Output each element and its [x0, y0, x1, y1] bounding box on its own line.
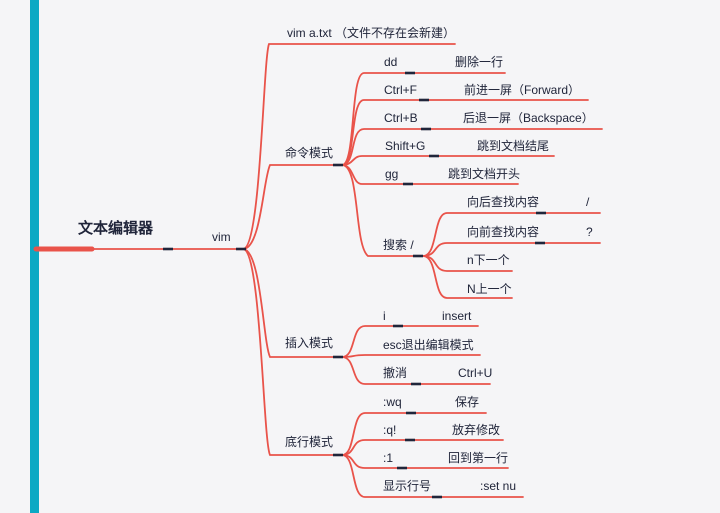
node-wq-key[interactable]: :wq — [383, 395, 402, 409]
connector-cmd-ctrlb — [341, 128, 603, 166]
connector-cmd-shiftg — [341, 155, 555, 166]
node-ctrlf-desc[interactable]: 前进一屏（Forward） — [464, 83, 581, 97]
node-search-prev[interactable]: N上一个 — [467, 282, 512, 296]
node-l1-desc[interactable]: 回到第一行 — [448, 451, 509, 465]
connector-search-prev — [422, 255, 513, 299]
node-lastline-mode[interactable]: 底行模式 — [285, 435, 334, 449]
node-shiftg-key[interactable]: Shift+G — [385, 139, 426, 153]
node-esc[interactable]: esc退出编辑模式 — [383, 338, 474, 352]
node-search-back-key[interactable]: 向后查找内容 — [467, 195, 540, 209]
node-dd-desc[interactable]: 删除一行 — [455, 55, 504, 69]
node-open-file[interactable]: vim a.txt （文件不存在会新建） — [287, 26, 456, 40]
node-ctrlb-key[interactable]: Ctrl+B — [384, 111, 418, 125]
node-undo-key[interactable]: 撤消 — [383, 366, 408, 380]
node-setnu-desc[interactable]: :set nu — [480, 479, 517, 493]
accent-bar — [30, 0, 39, 513]
connector-cmd-search — [341, 164, 424, 257]
node-gg-key[interactable]: gg — [385, 167, 399, 181]
node-ctrlf-key[interactable]: Ctrl+F — [384, 83, 417, 97]
node-wq-desc[interactable]: 保存 — [455, 395, 480, 409]
connector-search-back — [422, 212, 601, 257]
connector-vim-command — [242, 164, 343, 250]
node-q-key[interactable]: :q! — [383, 423, 397, 437]
node-command-mode[interactable]: 命令模式 — [285, 146, 334, 160]
connector-vim-insert — [242, 248, 343, 358]
node-gg-desc[interactable]: 跳到文档开头 — [448, 167, 521, 181]
node-search-fwd-key[interactable]: 向前查找内容 — [467, 225, 540, 239]
connector-vim-lastline — [242, 248, 343, 456]
node-search-back-desc[interactable]: / — [586, 195, 590, 209]
node-i-desc[interactable]: insert — [442, 309, 472, 323]
connector-search-fwd — [422, 242, 601, 257]
node-dd-key[interactable]: dd — [384, 55, 398, 69]
connector-ins-esc — [341, 354, 481, 358]
node-vim[interactable]: vim — [212, 230, 231, 244]
node-search-fwd-desc[interactable]: ? — [586, 225, 593, 239]
node-shiftg-desc[interactable]: 跳到文档结尾 — [477, 139, 550, 153]
connector-ins-i — [341, 325, 479, 358]
node-ticks — [163, 71, 546, 499]
node-root[interactable]: 文本编辑器 — [78, 220, 154, 237]
node-l1-key[interactable]: :1 — [383, 451, 394, 465]
node-setnu-key[interactable]: 显示行号 — [383, 479, 432, 493]
node-q-desc[interactable]: 放弃修改 — [452, 423, 501, 437]
node-undo-desc[interactable]: Ctrl+U — [458, 366, 493, 380]
connector-last-setnu — [341, 454, 524, 498]
connector-cmd-ctrlf — [341, 99, 589, 166]
node-i-key[interactable]: i — [383, 309, 386, 323]
node-ctrlb-desc[interactable]: 后退一屏（Backspace） — [463, 111, 594, 125]
connector-ins-undo — [341, 356, 491, 385]
node-insert-mode[interactable]: 插入模式 — [285, 336, 334, 350]
node-search[interactable]: 搜索 / — [383, 238, 414, 252]
connector-vim-openfile — [242, 43, 456, 250]
node-search-next[interactable]: n下一个 — [467, 253, 510, 267]
